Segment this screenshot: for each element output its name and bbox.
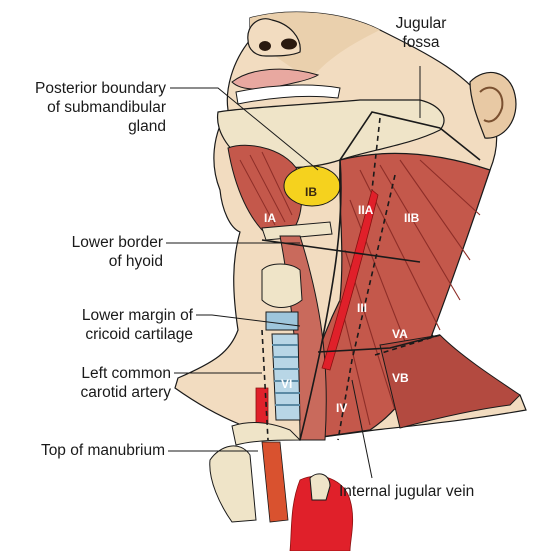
label-top-of-manubrium-text: Top of manubrium bbox=[40, 442, 165, 459]
nostril-left bbox=[259, 41, 271, 51]
cricoid-cartilage bbox=[265, 311, 299, 331]
ear bbox=[469, 72, 517, 139]
label-posterior-boundary: Posterior boundary of submandibular glan… bbox=[0, 79, 166, 136]
clavicle-medial-red bbox=[261, 441, 289, 523]
leader-posterior-boundary bbox=[170, 87, 319, 171]
label-lower-border-hyoid: Lower border of hyoid bbox=[20, 233, 163, 271]
label-lower-margin-cricoid: Lower margin of cricoid cartilage bbox=[10, 306, 193, 344]
trachea bbox=[271, 333, 301, 421]
label-lower-border-hyoid-line1: Lower border bbox=[71, 234, 163, 251]
boundary-va-vb-dashed bbox=[374, 334, 441, 356]
subclavian-bone bbox=[309, 473, 331, 501]
boundary-iib-dashed bbox=[371, 117, 381, 191]
label-top-of-manubrium: Top of manubrium bbox=[0, 441, 165, 460]
label-internal-jugular-vein-text: Internal jugular vein bbox=[339, 483, 475, 500]
zone-va: VA bbox=[392, 327, 408, 341]
zone-ib: IB bbox=[305, 185, 317, 199]
label-posterior-boundary-line3: gland bbox=[128, 118, 166, 135]
clavicle bbox=[231, 422, 302, 446]
zone-iib: IIB bbox=[404, 211, 420, 225]
label-jugular-fossa-line1: Jugular bbox=[395, 15, 447, 32]
zone-iii: III bbox=[357, 301, 367, 315]
zone-vb: VB bbox=[392, 371, 409, 385]
label-left-common-carotid: Left common carotid artery bbox=[20, 364, 171, 402]
upper-lip bbox=[231, 68, 320, 90]
teeth bbox=[235, 84, 341, 105]
boundary-jugular-dashed bbox=[337, 174, 396, 441]
leader-internal-jugular bbox=[351, 379, 373, 479]
label-jugular-fossa: Jugular fossa bbox=[380, 14, 462, 52]
posterior-triangle-muscle bbox=[379, 334, 521, 429]
muscle-fibers-ia bbox=[239, 151, 293, 226]
boundary-vertical-anterior bbox=[299, 159, 342, 441]
zone-ia: IA bbox=[264, 211, 276, 225]
ear-inner bbox=[479, 86, 504, 123]
label-jugular-fossa-line2: fossa bbox=[402, 34, 440, 51]
boundary-vi-dashed bbox=[261, 329, 269, 441]
thyroid-cartilage bbox=[261, 263, 303, 308]
common-carotid-artery bbox=[321, 189, 379, 371]
great-vessels bbox=[289, 475, 354, 551]
zone-iia: IIA bbox=[358, 203, 374, 217]
label-lower-margin-cricoid-line2: cricoid cartilage bbox=[85, 326, 193, 343]
label-lower-margin-cricoid-line1: Lower margin of bbox=[81, 307, 193, 324]
zone-iv: IV bbox=[336, 401, 347, 415]
zone-vi: VI bbox=[281, 377, 292, 391]
leader-lower-margin-cricoid bbox=[196, 314, 301, 327]
level-boundaries-dashed bbox=[261, 117, 441, 441]
label-posterior-boundary-line2: of submandibular bbox=[47, 99, 166, 116]
boundary-ib-iia bbox=[339, 111, 441, 161]
leader-lines bbox=[166, 66, 421, 479]
label-lower-border-hyoid-line2: of hyoid bbox=[108, 253, 163, 270]
label-posterior-boundary-line1: Posterior boundary bbox=[35, 80, 166, 97]
boundary-cricoid bbox=[317, 334, 441, 353]
label-left-common-carotid-line1: Left common bbox=[81, 365, 171, 382]
manubrium bbox=[209, 445, 257, 523]
level-boundaries bbox=[261, 111, 481, 441]
boundary-ii-v bbox=[439, 127, 481, 161]
label-internal-jugular-vein: Internal jugular vein bbox=[339, 482, 539, 501]
label-left-common-carotid-line2: carotid artery bbox=[80, 384, 171, 401]
submental-muscle bbox=[227, 144, 303, 237]
trachea-rings bbox=[272, 344, 300, 406]
scm-fibers bbox=[339, 159, 481, 426]
boundary-hyoid bbox=[261, 239, 421, 263]
nostril-right bbox=[281, 38, 297, 50]
